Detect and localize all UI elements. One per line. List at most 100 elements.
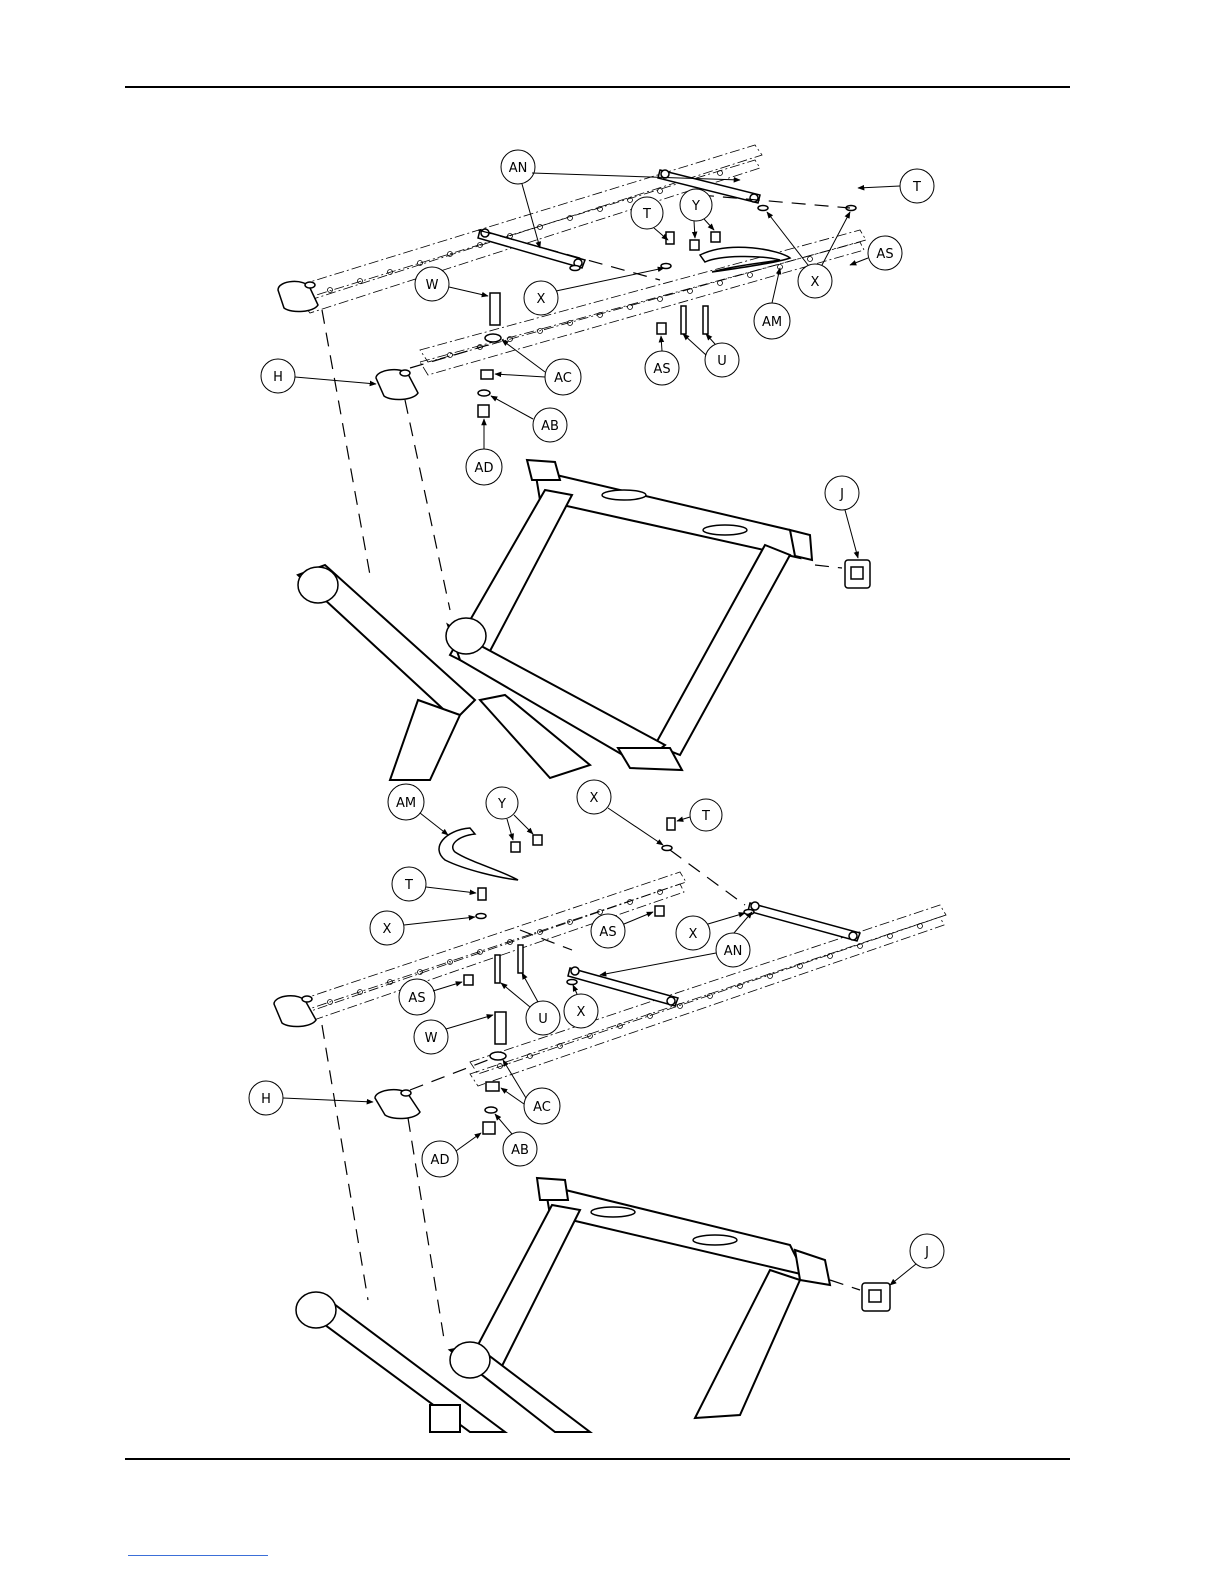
bottom-nut-as-1 (655, 906, 664, 916)
svg-text:X: X (537, 292, 546, 307)
bottom-nut-ad (483, 1122, 495, 1134)
callout-j: J (890, 1234, 944, 1285)
bottom-assembly: AM Y X T T (249, 780, 946, 1432)
svg-text:T: T (642, 207, 651, 222)
callout-x: X (370, 911, 475, 945)
svg-text:AD: AD (475, 461, 494, 476)
svg-text:J: J (839, 487, 844, 502)
top-bolt-u-2 (703, 306, 708, 334)
callout-t: T (392, 867, 476, 901)
callout-w: W (415, 267, 488, 301)
top-screw-t (666, 232, 674, 244)
bottom-screw-t-1 (667, 818, 675, 830)
callout-u: U (501, 973, 560, 1035)
callout-t: T (677, 799, 722, 831)
bottom-seat-rail-back (300, 872, 686, 1022)
top-strap-an-front (478, 229, 585, 268)
top-washer-x-1 (570, 266, 580, 271)
svg-text:U: U (538, 1012, 548, 1027)
callout-x: X (577, 780, 663, 845)
top-spacer-ac-upper (485, 334, 501, 342)
svg-text:AS: AS (876, 247, 893, 262)
callout-ab: AB (495, 1114, 537, 1166)
svg-text:U: U (717, 354, 727, 369)
top-washer-x-3 (758, 206, 768, 211)
svg-text:AN: AN (509, 161, 528, 176)
top-nut-ad (478, 405, 489, 417)
callout-y: Y (486, 787, 533, 840)
top-nut-as (657, 323, 666, 334)
callout-ab: AB (491, 396, 567, 442)
bottom-nut-y-2 (533, 835, 542, 845)
top-clamp-rail-end (278, 281, 318, 311)
svg-text:AS: AS (653, 362, 670, 377)
svg-text:X: X (811, 275, 820, 290)
top-end-cap-j (845, 560, 870, 588)
callout-an: AN (600, 912, 752, 975)
svg-text:X: X (590, 791, 599, 806)
svg-text:T: T (701, 809, 710, 824)
top-washer-x-2 (661, 264, 671, 269)
callout-x: X (564, 985, 598, 1028)
svg-text:AM: AM (762, 315, 782, 330)
svg-text:AB: AB (511, 1143, 529, 1158)
callout-as-2: AS (645, 336, 679, 385)
bottom-bolt-u-1 (495, 955, 500, 983)
svg-text:AM: AM (396, 796, 416, 811)
callout-u: U (683, 334, 739, 377)
top-spacer-ac-lower (481, 370, 493, 379)
bottom-washer-x-3 (744, 910, 754, 915)
svg-text:J: J (924, 1245, 929, 1260)
svg-text:X: X (577, 1005, 586, 1020)
top-nut-y-2 (711, 232, 720, 242)
bottom-nut-as-2 (464, 975, 473, 985)
svg-text:H: H (261, 1092, 271, 1107)
top-assembly: AN T Y T AS (261, 145, 934, 780)
top-washer-ab (478, 390, 490, 396)
top-bolt-u-1 (681, 306, 686, 334)
bottom-strap-an-back (748, 902, 860, 941)
callout-ad: AD (422, 1133, 481, 1177)
svg-text:AS: AS (408, 991, 425, 1006)
bottom-spacer-ac-upper (490, 1052, 506, 1060)
bottom-washer-ab (485, 1107, 497, 1113)
callout-as: AS (399, 979, 462, 1015)
callout-as: AS (591, 912, 653, 948)
svg-text:AC: AC (533, 1100, 551, 1115)
callout-w: W (414, 1015, 493, 1054)
svg-text:AC: AC (554, 371, 572, 386)
svg-text:H: H (273, 370, 283, 385)
svg-text:AD: AD (431, 1153, 450, 1168)
top-frame (298, 460, 812, 780)
bottom-end-cap-j (862, 1283, 890, 1311)
bottom-screw-t-2 (478, 888, 486, 900)
callout-t-2: T (858, 169, 934, 203)
callout-j: J (825, 476, 859, 558)
bottom-bolt-u-2 (518, 945, 523, 973)
top-handle-am (700, 247, 790, 272)
svg-text:X: X (689, 927, 698, 942)
callout-am: AM (754, 268, 790, 339)
callout-y: Y (680, 189, 714, 238)
top-clamp-h (376, 370, 418, 400)
callout-h: H (261, 359, 376, 393)
svg-text:Y: Y (497, 797, 506, 812)
callout-ad: AD (466, 419, 502, 485)
svg-text:W: W (426, 278, 439, 293)
bottom-frame (296, 1178, 830, 1432)
callout-ac: AC (495, 340, 581, 395)
footer-link-rule[interactable] (128, 1555, 268, 1556)
svg-text:Y: Y (691, 199, 700, 214)
bottom-nut-y-1 (511, 842, 520, 852)
bottom-spacer-ac-lower (486, 1082, 499, 1091)
bottom-washer-x-4 (567, 980, 577, 985)
svg-text:AN: AN (724, 944, 743, 959)
top-nut-y-1 (690, 240, 699, 250)
bottom-clamp-rail-end (274, 996, 316, 1027)
svg-text:T: T (404, 878, 413, 893)
svg-text:X: X (383, 922, 392, 937)
svg-text:T: T (912, 180, 921, 195)
svg-text:W: W (425, 1031, 438, 1046)
